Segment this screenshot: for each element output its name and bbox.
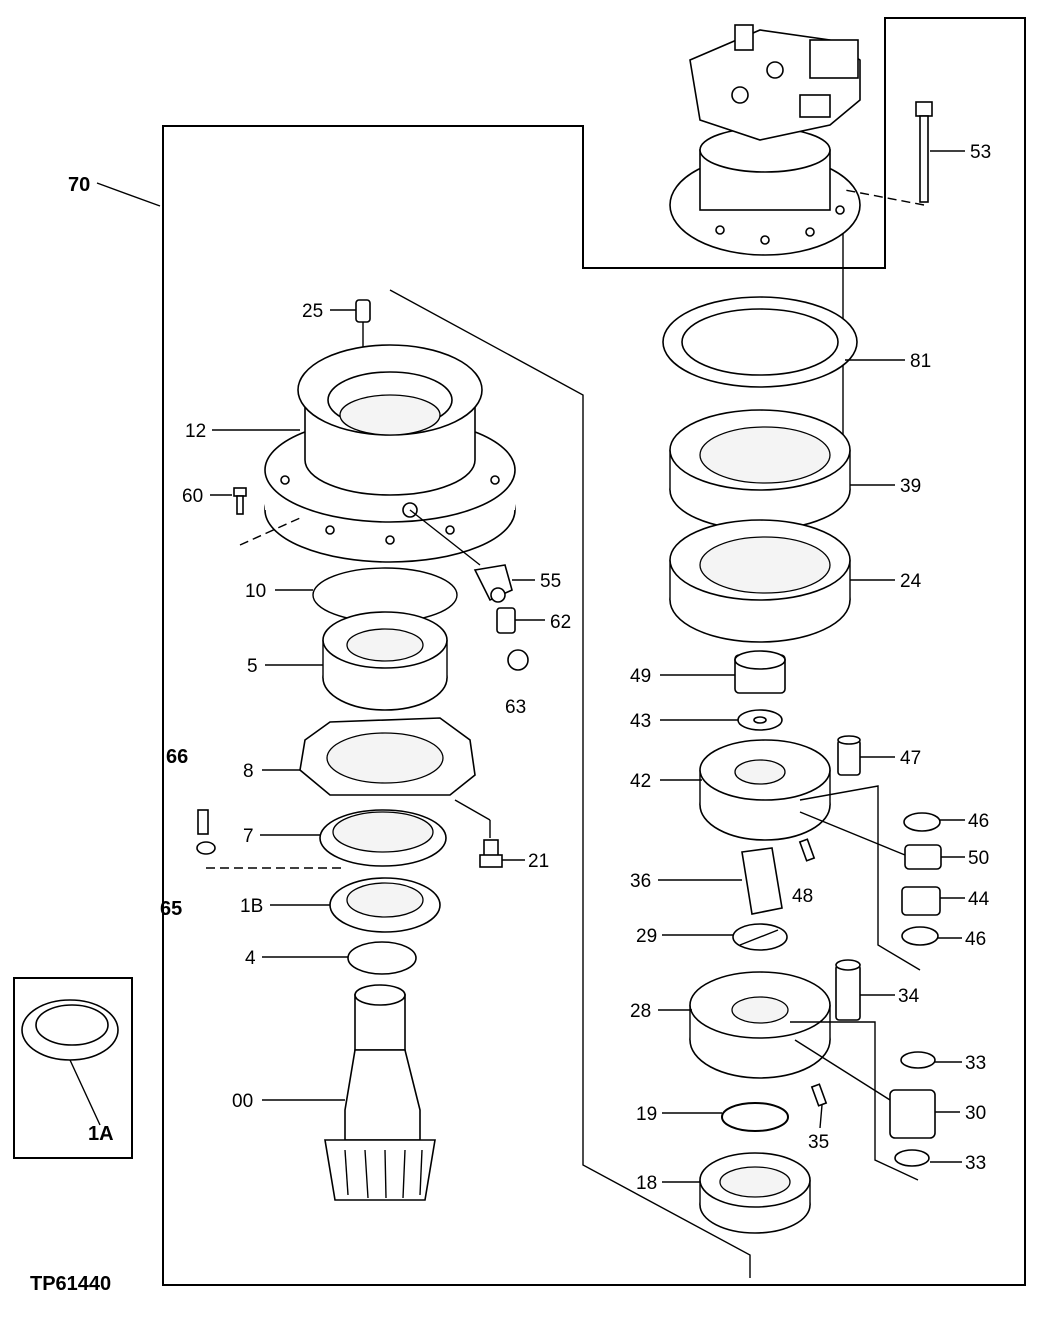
group-70-outline bbox=[162, 17, 1026, 1286]
part-66-fitting bbox=[197, 809, 209, 835]
part-81-gasket bbox=[662, 296, 858, 388]
part-62-plug bbox=[496, 607, 516, 634]
callout-10: 10 bbox=[245, 581, 266, 602]
callout-81: 81 bbox=[910, 351, 931, 372]
callout-7: 7 bbox=[243, 826, 254, 847]
callout-25: 25 bbox=[302, 301, 323, 322]
callout-55: 55 bbox=[540, 571, 561, 592]
callout-33-b: 33 bbox=[965, 1153, 986, 1174]
part-21-bolt bbox=[479, 839, 503, 868]
part-24-ring-gear bbox=[669, 519, 851, 643]
callout-12: 12 bbox=[185, 421, 206, 442]
callout-00: 00 bbox=[232, 1091, 253, 1112]
part-65-washer bbox=[196, 841, 345, 869]
callout-24: 24 bbox=[900, 571, 922, 592]
part-36-gear bbox=[741, 847, 783, 915]
part-60-screw bbox=[233, 487, 301, 546]
callout-34: 34 bbox=[898, 986, 920, 1007]
callout-66: 66 bbox=[166, 746, 188, 768]
part-4-washer bbox=[347, 941, 417, 975]
callout-8: 8 bbox=[243, 761, 254, 782]
callout-44: 44 bbox=[968, 889, 990, 910]
callout-48: 48 bbox=[792, 886, 813, 907]
callout-46-a: 46 bbox=[968, 811, 989, 832]
callout-43: 43 bbox=[630, 711, 651, 732]
callout-30: 30 bbox=[965, 1103, 986, 1124]
part-49-gear bbox=[734, 650, 786, 694]
part-55-fitting bbox=[409, 509, 513, 603]
callout-19: 19 bbox=[636, 1104, 657, 1125]
part-19-ring bbox=[721, 1102, 789, 1132]
callout-36: 36 bbox=[630, 871, 651, 892]
callout-53: 53 bbox=[970, 142, 991, 163]
callout-5: 5 bbox=[247, 656, 258, 677]
part-5-bearing bbox=[322, 611, 448, 711]
callout-63: 63 bbox=[505, 697, 526, 718]
part-28-carrier bbox=[689, 971, 831, 1079]
callout-35: 35 bbox=[808, 1132, 829, 1153]
part-63-nut bbox=[507, 649, 529, 671]
callout-50: 50 bbox=[968, 848, 989, 869]
callout-46-b: 46 bbox=[965, 929, 986, 950]
callout-70: 70 bbox=[68, 174, 90, 196]
callout-1A: 1A bbox=[88, 1123, 114, 1145]
callout-60: 60 bbox=[182, 486, 203, 507]
part-18-bearing bbox=[699, 1152, 811, 1234]
part-53-bolt bbox=[844, 101, 933, 206]
callout-33-a: 33 bbox=[965, 1053, 986, 1074]
part-39-ring-gear bbox=[669, 409, 851, 531]
part-43-washer bbox=[737, 709, 783, 731]
callout-labels: 70 53 25 81 12 39 60 55 24 10 62 5 63 49… bbox=[68, 142, 991, 1194]
callout-4: 4 bbox=[245, 948, 256, 969]
part-12-housing bbox=[264, 344, 516, 563]
part-42-carrier bbox=[699, 739, 831, 841]
callout-47: 47 bbox=[900, 748, 921, 769]
part-48-pin bbox=[798, 838, 816, 862]
part-29-washer bbox=[732, 923, 788, 951]
part-00-shaft bbox=[324, 984, 436, 1201]
callout-28: 28 bbox=[630, 1001, 651, 1022]
part-35-pin bbox=[810, 1083, 828, 1107]
callout-29: 29 bbox=[636, 926, 657, 947]
planet-set-lower bbox=[790, 1021, 936, 1181]
inset-1A bbox=[13, 977, 133, 1159]
leader-lines bbox=[69, 150, 965, 1183]
callout-21: 21 bbox=[528, 851, 549, 872]
callout-65: 65 bbox=[160, 898, 182, 920]
part-47-pin bbox=[837, 735, 861, 776]
callout-62: 62 bbox=[550, 612, 571, 633]
part-8-flange bbox=[299, 717, 491, 838]
callout-42: 42 bbox=[630, 771, 651, 792]
swing-motor bbox=[669, 24, 861, 256]
part-34-pin bbox=[835, 959, 861, 1021]
callout-49: 49 bbox=[630, 666, 651, 687]
figure-id: TP61440 bbox=[30, 1273, 111, 1295]
planet-set-upper bbox=[799, 785, 942, 971]
callout-1B: 1B bbox=[240, 896, 263, 917]
callout-39: 39 bbox=[900, 476, 921, 497]
callout-18: 18 bbox=[636, 1173, 657, 1194]
part-7-seal bbox=[319, 809, 447, 867]
part-1B-bearing bbox=[329, 877, 441, 933]
